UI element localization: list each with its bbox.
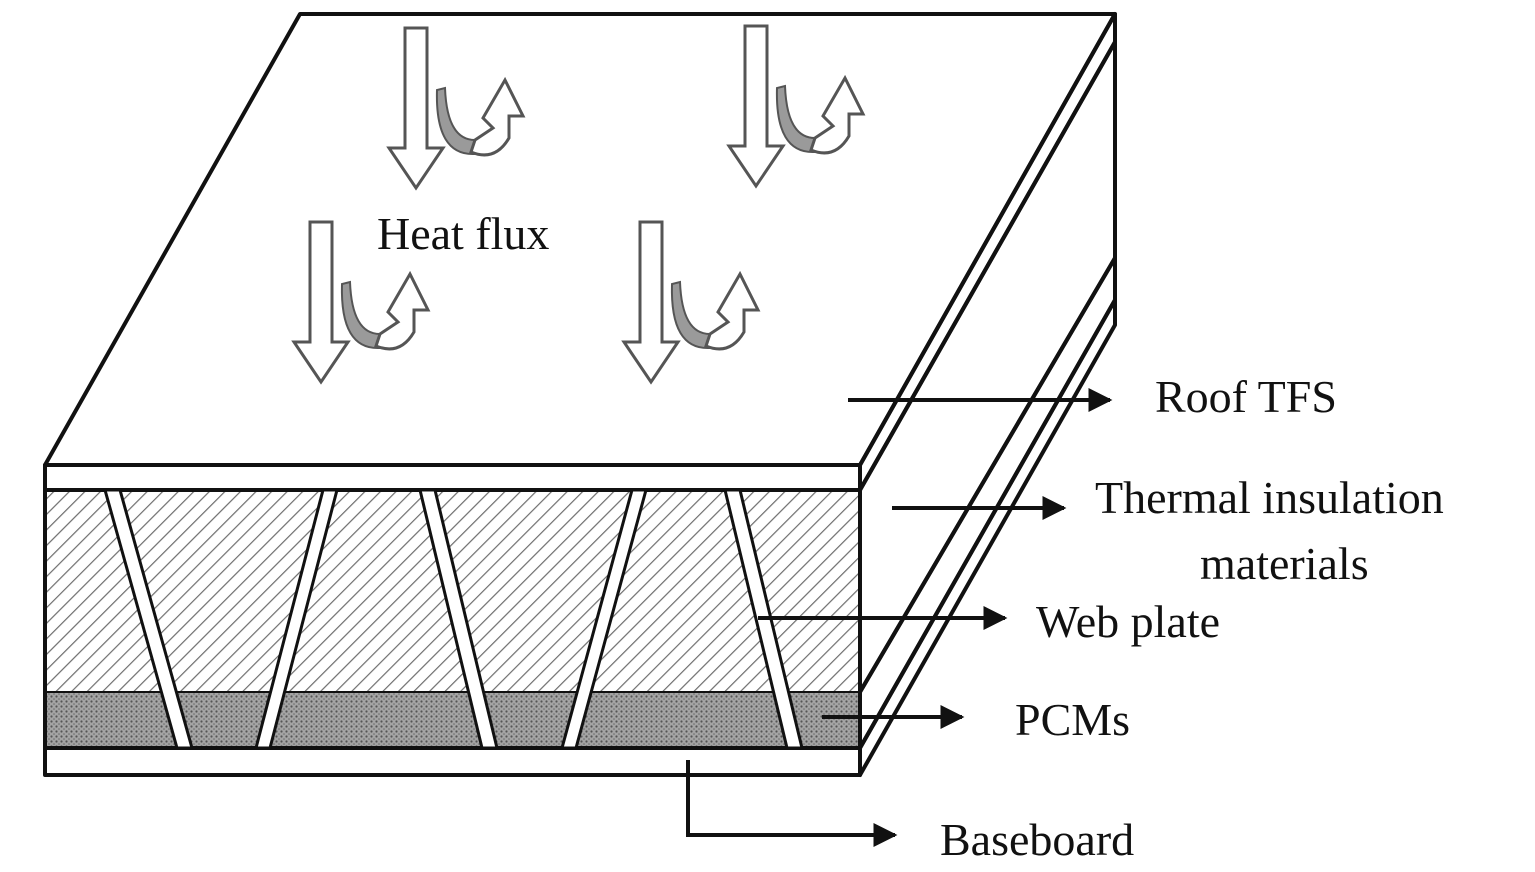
label-baseboard: Baseboard — [940, 814, 1134, 865]
leader-arrows — [686, 388, 1113, 847]
side-face — [858, 12, 1117, 777]
front-face — [43, 463, 862, 777]
label-thermal-insulation-line2: materials — [1200, 538, 1369, 589]
heat-flux-arrows — [291, 24, 866, 385]
heat-flux-arrow-icon — [621, 220, 761, 385]
label-pcms: PCMs — [1015, 694, 1130, 745]
web-plates — [103, 488, 804, 750]
roof-top-surface — [43, 12, 1117, 467]
heat-flux-arrow-icon — [386, 26, 526, 191]
heat-flux-arrow-icon — [726, 24, 866, 189]
heat-flux-arrow-icon — [291, 220, 431, 385]
label-web-plate: Web plate — [1036, 596, 1220, 647]
label-heat-flux: Heat flux — [377, 208, 549, 259]
label-thermal-insulation-line1: Thermal insulation — [1095, 472, 1444, 523]
arrow-right-icon — [686, 760, 898, 847]
label-roof-tfs: Roof TFS — [1155, 371, 1337, 422]
